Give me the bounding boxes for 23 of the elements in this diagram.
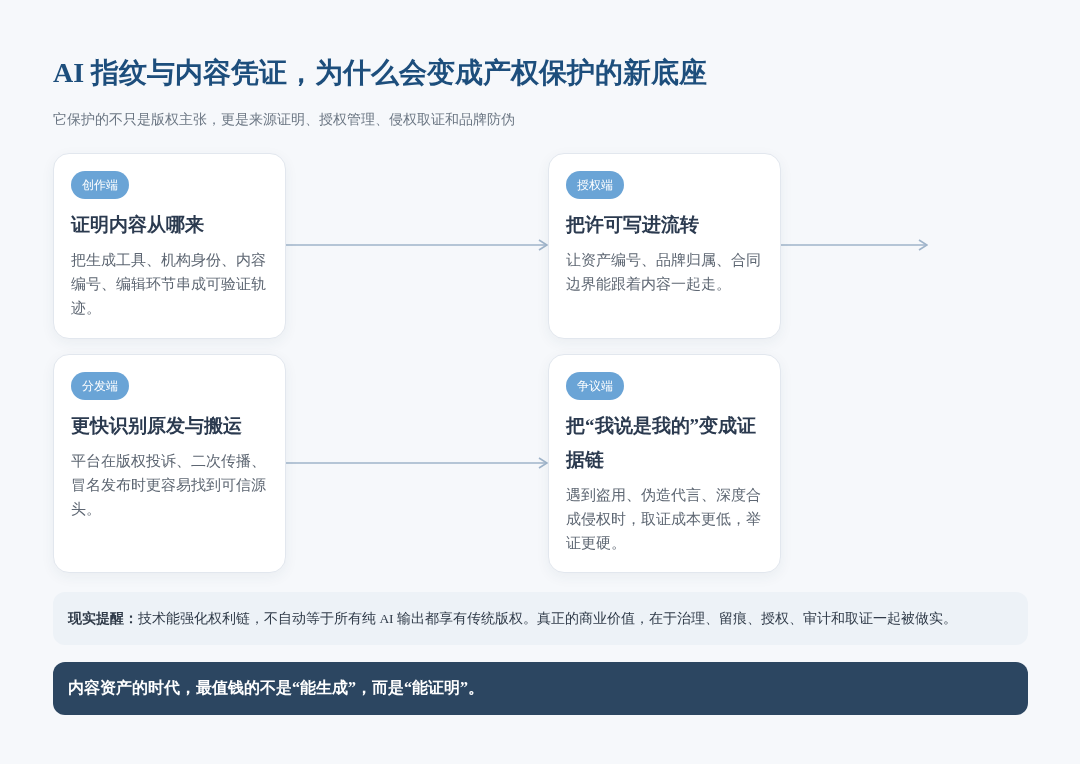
card-description: 让资产编号、品牌归属、合同边界能跟着内容一起走。 [566,251,762,294]
card-heading: 把“我说是我的”变成证据链 [566,414,757,472]
card-heading: 把许可写进流转 [566,213,700,237]
arrow [285,457,548,469]
card-description: 把生成工具、机构身份、内容编号、编辑环节串成可验证轨迹。 [71,251,267,318]
card-heading: 证明内容从哪来 [71,213,205,237]
card-description: 遇到盗用、伪造代言、深度合成侵权时，取证成本更低，举证更硬。 [566,486,762,553]
category-tag: 分发端 [71,372,129,400]
summary-banner: 内容资产的时代，最值钱的不是“能生成”，而是“能证明”。 [53,662,1028,715]
category-tag: 争议端 [566,372,624,400]
arrow [780,239,928,251]
title: AI 指纹与内容凭证，为什么会变成产权保护的新底座 [53,56,708,90]
note-panel: 现实提醒：技术能强化权利链，不自动等于所有纯 AI 输出都享有传统版权。真正的商业价值，在于治理、留痕、授权、审计和取证一起被做实。 [53,592,1028,645]
card-heading: 更快识别原发与搬运 [71,414,243,438]
card [53,354,286,573]
card [53,153,286,339]
card [548,354,781,573]
category-tag: 创作端 [71,171,129,199]
card-description: 平台在版权投诉、二次传播、冒名发布时更容易找到可信源头。 [71,452,267,519]
subtitle: 它保护的不只是版权主张，更是来源证明、授权管理、侵权取证和品牌防伪 [53,111,515,129]
category-tag: 授权端 [566,171,624,199]
arrow [285,239,548,251]
card [548,153,781,339]
